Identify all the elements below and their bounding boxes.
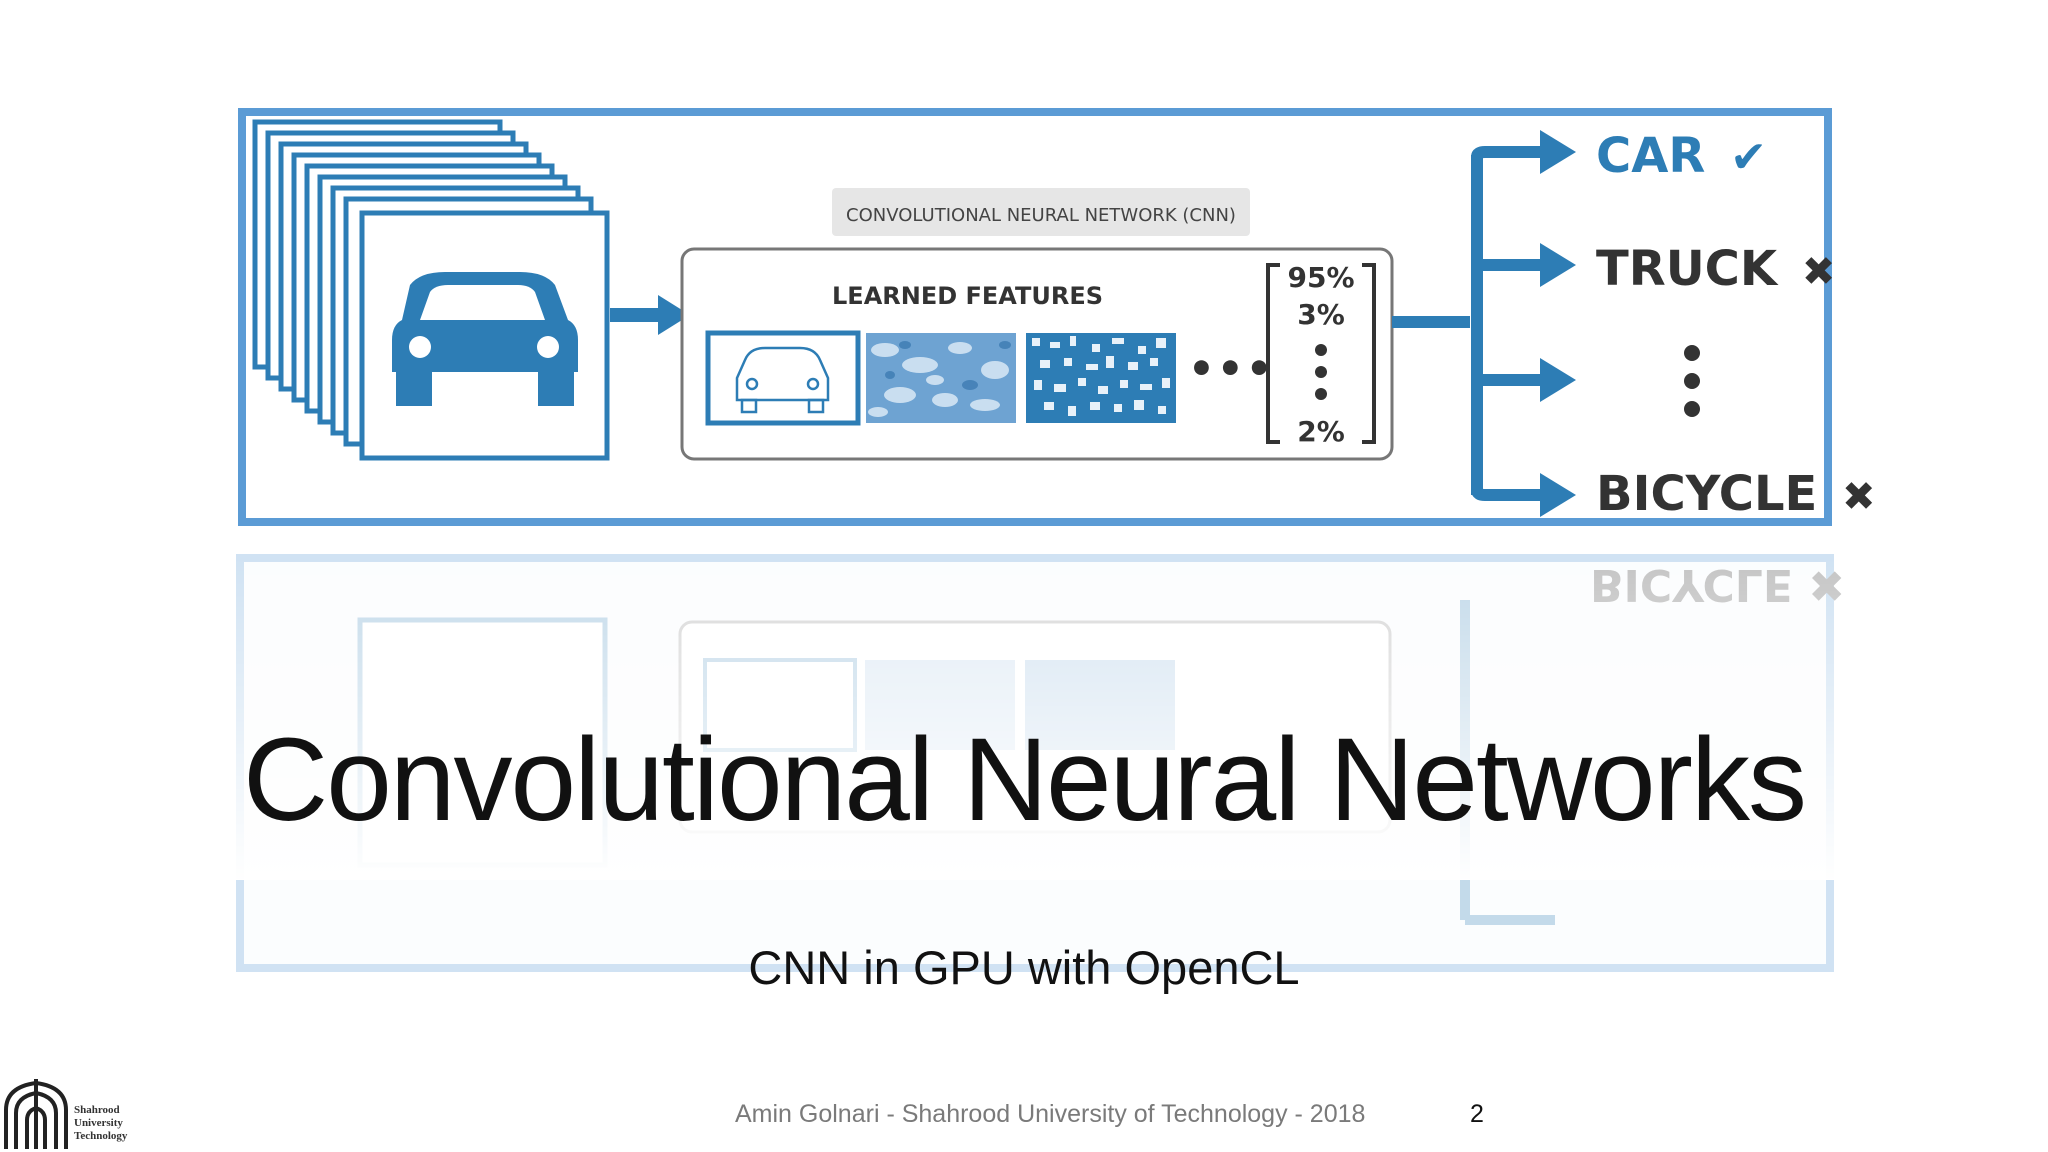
cross-icon: ✖ <box>1802 249 1836 295</box>
probability-truck: 3% <box>1297 298 1345 331</box>
output-bicycle: BICYCLE ✖ <box>1596 466 1876 522</box>
cnn-label: CONVOLUTIONAL NEURAL NETWORK (CNN) <box>846 205 1236 226</box>
output-truck-label: TRUCK <box>1596 241 1779 297</box>
feature-map-car <box>705 330 861 426</box>
slide-title: Convolutional Neural Networks <box>243 714 1807 846</box>
probability-car: 95% <box>1287 261 1354 294</box>
cnn-figure: CONVOLUTIONAL NEURAL NETWORK (CNN) LEARN… <box>238 108 1876 526</box>
probability-vector: 95% 3% 2% <box>1266 261 1376 448</box>
output-bicycle-label: BICYCLE <box>1596 466 1817 522</box>
page-number: 2 <box>1470 1100 1484 1128</box>
logo-line-1: Shahrood <box>74 1104 120 1116</box>
output-arrowheads <box>1540 130 1576 517</box>
output-truck: TRUCK ✖ <box>1596 241 1835 297</box>
footer-text: Amin Golnari - Shahrood University of Te… <box>735 1100 1366 1128</box>
logo-text: Shahrood University Technology <box>74 1104 127 1143</box>
probability-bicycle: 2% <box>1297 415 1345 448</box>
output-car-label: CAR <box>1596 128 1705 184</box>
university-logo <box>4 1079 68 1149</box>
logo-line-3: Technology <box>74 1130 128 1142</box>
check-icon: ✔ <box>1730 132 1767 183</box>
features-ellipsis: ••• <box>1188 344 1275 393</box>
cnn-label-box <box>832 188 1250 236</box>
input-arrow <box>610 295 690 335</box>
output-vertical-dots <box>1684 345 1700 417</box>
cross-icon: ✖ <box>1842 474 1876 520</box>
feature-map-noise <box>1026 333 1176 423</box>
logo-line-2: University <box>74 1117 123 1129</box>
feature-map-texture <box>866 333 1016 423</box>
output-arrows <box>1392 146 1545 501</box>
slide-subtitle: CNN in GPU with OpenCL <box>748 941 1300 994</box>
car-icon <box>392 272 578 406</box>
learned-features-label: LEARNED FEATURES <box>832 282 1103 310</box>
output-car: CAR ✔ <box>1596 128 1767 184</box>
